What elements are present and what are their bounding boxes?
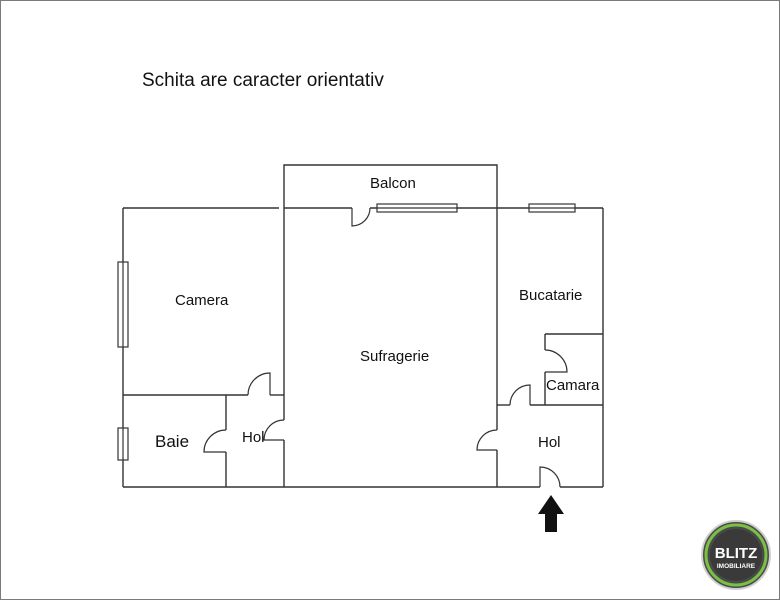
room-label-hol-left: Hol [242, 429, 265, 446]
room-label-camara: Camara [546, 377, 600, 394]
up-arrow-icon [538, 495, 564, 532]
room-label-sufragerie: Sufragerie [360, 348, 429, 365]
room-label-camera: Camera [175, 292, 229, 309]
disclaimer-note: Schita are caracter orientativ [142, 70, 384, 91]
balcony-walls [283, 164, 498, 208]
room-label-baie: Baie [155, 432, 189, 451]
logo-brand: BLITZ [715, 545, 758, 562]
room-label-bucatarie: Bucatarie [519, 287, 582, 304]
doors [203, 207, 568, 488]
blitz-logo: BLITZ IMOBILIARE [701, 520, 771, 590]
interior-walls [123, 208, 603, 487]
room-label-balcon: Balcon [370, 175, 416, 192]
windows [117, 203, 576, 461]
room-label-hol-right: Hol [538, 434, 561, 451]
logo-sub: IMOBILIARE [717, 563, 756, 570]
